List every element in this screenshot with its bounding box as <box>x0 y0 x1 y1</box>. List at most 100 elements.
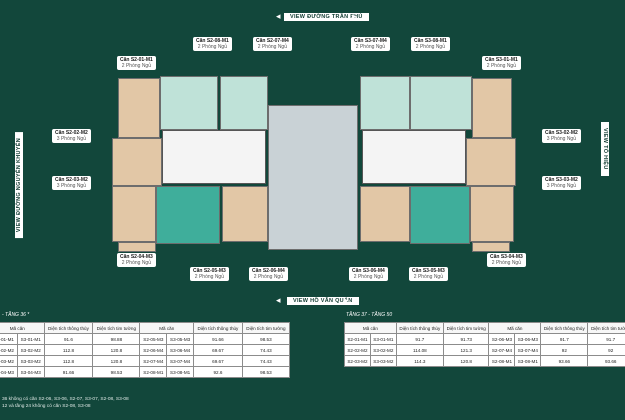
unit-s3-07 <box>360 76 410 130</box>
table-cell: S2-07-M4 <box>139 355 168 367</box>
unit-s2-03 <box>112 186 156 242</box>
view-top-label: VIEW ĐƯỜNG TRẦN PHÚ <box>284 13 369 21</box>
unit-s3-04 <box>472 242 510 252</box>
table-cell: 120.8 <box>92 355 141 367</box>
note-line: 36 không có căn S2-06, S3-06, S2-07, S3-… <box>2 397 129 402</box>
table-notes: 36 không có căn S2-06, S3-06, S2-07, S3-… <box>2 396 129 410</box>
table-cell: 74.43 <box>241 355 291 367</box>
unit-s2-06 <box>222 186 268 242</box>
note-line: 12 và tầng 24 không có căn S2-08, S3-08 <box>2 404 91 409</box>
table-cell: 92.6 <box>193 366 243 378</box>
table-left-caption: - TẦNG 36 * <box>2 312 30 318</box>
table-cell: 91.66 <box>43 366 94 378</box>
table-cell: S2-04-M3 <box>0 366 18 378</box>
central-corridor <box>268 105 358 250</box>
table-cell: 93.66 <box>540 355 589 367</box>
table-cell: 120.8 <box>92 344 141 356</box>
table-cell: S2-08-M1 <box>488 355 516 367</box>
table-cell: 112.8 <box>43 344 94 356</box>
table-cell: 93.66 <box>587 355 625 367</box>
table-cell: 112.8 <box>43 355 94 367</box>
unit-s2-01 <box>118 78 160 138</box>
table-cell: S2-02-M2 <box>344 344 371 356</box>
table-header-row: Mã căn Diện tích thông thủy Diện tích ti… <box>344 322 625 334</box>
table-cell: S2-08-M1 <box>139 366 168 378</box>
table-cell: S3-01-M1 <box>369 333 397 345</box>
table-cell: S3-05-M3 <box>166 333 195 345</box>
unit-s3-02 <box>466 138 516 186</box>
table-cell: S3-04-M3 <box>16 366 45 378</box>
view-left-label: VIEW ĐƯỜNG NGUYỄN KHUYẾN <box>15 132 23 239</box>
table-cell: S3-02-M2 <box>369 344 397 356</box>
table-cell: 91.7 <box>540 333 589 345</box>
table-row: S2-02-M2S3-02-M2112.8120.8S2-06-M4S3-06-… <box>0 344 291 356</box>
column-header: Diện tích thông thủy <box>193 322 243 334</box>
table-cell: 114.3 <box>395 355 444 367</box>
table-cell: 121.3 <box>442 344 490 356</box>
column-header: Diện tích thông thủy <box>395 322 444 334</box>
table-cell: S3-02-M2 <box>16 344 45 356</box>
table-cell: 91.73 <box>442 333 490 345</box>
column-header: Diện tích thông thủy <box>540 322 589 334</box>
core-s2 <box>162 130 266 184</box>
unit-s2-08 <box>160 76 218 130</box>
column-header: Mã căn <box>488 322 542 334</box>
unit-s2-04 <box>118 242 156 252</box>
unit-s3-08 <box>410 76 472 130</box>
left-arrow-icon: ◂ <box>276 11 281 21</box>
table-cell: 74.43 <box>241 344 291 356</box>
table-cell: 91.7 <box>395 333 444 345</box>
view-right-label: VIEW TÔ HIỆU <box>601 122 609 176</box>
table-cell: S3-06-M3 <box>514 333 542 345</box>
table-row: S2-04-M3S3-04-M391.6698.53S2-08-M1S3-08-… <box>0 366 291 378</box>
table-cell: S3-07-M4 <box>166 355 195 367</box>
left-arrow-icon: ◂ <box>276 295 281 305</box>
table-cell: 98.53 <box>241 333 291 345</box>
table-cell: 91.7 <box>587 333 625 345</box>
table-cell: S2-01-M1 <box>344 333 371 345</box>
unit-s3-03 <box>470 186 514 242</box>
table-cell: S2-06-M4 <box>139 344 168 356</box>
table-row: S2-01-M1S3-01-M191.698.88S2-05-M3S3-05-M… <box>0 333 291 345</box>
unit-s3-01 <box>472 78 512 138</box>
column-header: Diện tích tim tường <box>92 322 141 334</box>
table-cell: S3-07-M4 <box>514 344 542 356</box>
column-header: Diện tích tim tường <box>587 322 625 334</box>
unit-s3-06 <box>360 186 410 242</box>
table-cell: 98.53 <box>92 366 141 378</box>
table-cell: S3-06-M4 <box>166 344 195 356</box>
area-table-right: Mã căn Diện tích thông thủy Diện tích ti… <box>344 322 625 367</box>
table-cell: 91.66 <box>193 333 243 345</box>
table-cell: 92 <box>587 344 625 356</box>
right-arrow-icon: ▸ <box>352 11 357 21</box>
table-row: S2-03-M2S3-03-M2112.8120.8S2-07-M4S3-07-… <box>0 355 291 367</box>
area-table-left: Mã căn Diện tích thông thủy Diện tích ti… <box>0 322 291 378</box>
column-header: Diện tích thông thủy <box>43 322 94 334</box>
column-header: Diện tích tim tường <box>442 322 490 334</box>
table-header-row: Mã căn Diện tích thông thủy Diện tích ti… <box>0 322 291 334</box>
table-cell: 98.88 <box>92 333 141 345</box>
unit-s2-02 <box>112 138 162 186</box>
floor-plan: ◂ VIEW ĐƯỜNG TRẦN PHÚ ▸ ◂ VIEW HỒ VĂN QU… <box>15 11 609 305</box>
table-cell: S2-02-M2 <box>0 344 18 356</box>
table-cell: S2-06-M3 <box>488 333 516 345</box>
column-header: Mã căn <box>139 322 195 334</box>
table-cell: 98.53 <box>241 366 291 378</box>
table-cell: 69.67 <box>193 344 243 356</box>
table-cell: S3-01-M1 <box>16 333 45 345</box>
table-cell: S3-08-M1 <box>514 355 542 367</box>
unit-s2-05 <box>156 186 220 244</box>
table-cell: S3-03-M2 <box>369 355 397 367</box>
